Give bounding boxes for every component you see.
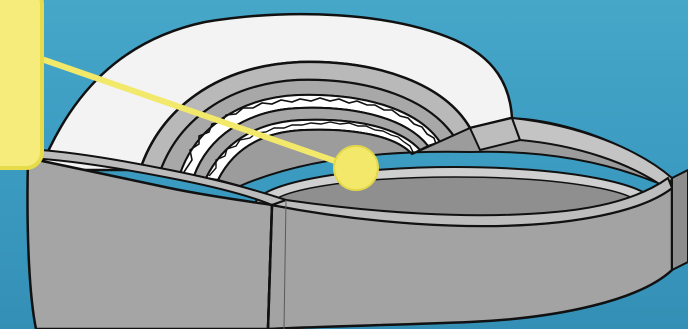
end-cap-right (672, 170, 688, 270)
callout-box (0, 0, 44, 170)
callout-dot (334, 146, 378, 190)
